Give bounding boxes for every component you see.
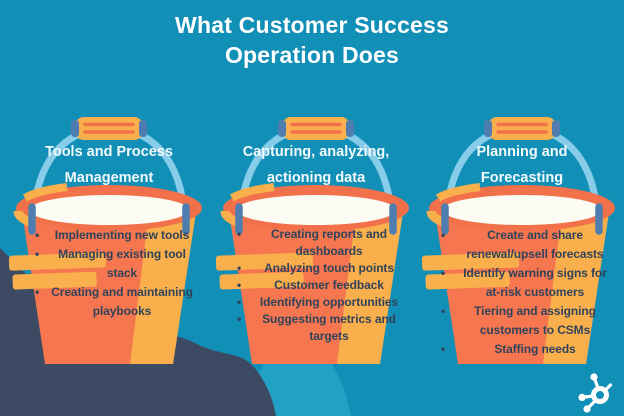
rim-accent bbox=[22, 183, 68, 202]
list-item: Creating reports and dashboards bbox=[225, 226, 407, 260]
page-title: What Customer Success Operation Does bbox=[175, 12, 449, 68]
grip-cap bbox=[484, 120, 492, 137]
bucket-interior bbox=[236, 195, 396, 225]
bucket-heading: Capturing, analyzing, actioning data bbox=[242, 144, 390, 186]
list-item: Identifying opportunities bbox=[225, 294, 407, 311]
rim-accent bbox=[435, 183, 481, 202]
bucket-planning-forecasting: Planning and Forecasting Create and shar… bbox=[422, 112, 622, 376]
bucket-list: Create and share renewal/upsell forecast… bbox=[429, 226, 615, 359]
grip-cap bbox=[552, 120, 560, 137]
bucket-grip bbox=[75, 117, 143, 140]
list-item: Identify warning signs for at-risk custo… bbox=[429, 264, 615, 302]
bucket-list: Creating reports and dashboards Analyzin… bbox=[225, 226, 407, 345]
list-item: Staffing needs bbox=[429, 340, 615, 359]
list-item: Managing existing tool stack bbox=[23, 245, 195, 283]
list-item: Tiering and assigning customers to CSMs bbox=[429, 302, 615, 340]
list-item: Analyzing touch points bbox=[225, 260, 407, 277]
bucket-interior bbox=[29, 195, 189, 225]
bucket-grip bbox=[488, 117, 556, 140]
list-item: Implementing new tools bbox=[23, 226, 195, 245]
grip-cap bbox=[71, 120, 79, 137]
bucket-heading: Tools and Process Management bbox=[45, 144, 173, 186]
grip-cap bbox=[139, 120, 147, 137]
rim-accent bbox=[229, 183, 275, 202]
grip-cap bbox=[278, 120, 286, 137]
list-item: Creating and maintaining playbooks bbox=[23, 283, 195, 321]
bucket-interior bbox=[442, 195, 602, 225]
bucket-tools-and-process: Tools and Process Management Implementin… bbox=[9, 112, 209, 376]
bucket-grip bbox=[282, 117, 350, 140]
list-item: Customer feedback bbox=[225, 277, 407, 294]
grip-cap bbox=[346, 120, 354, 137]
list-item: Create and share renewal/upsell forecast… bbox=[429, 226, 615, 264]
list-item: Suggesting metrics and targets bbox=[225, 311, 407, 345]
bucket-capturing-data: Capturing, analyzing, actioning data Cre… bbox=[216, 112, 416, 376]
bucket-heading: Planning and Forecasting bbox=[476, 144, 568, 186]
bucket-list: Implementing new tools Managing existing… bbox=[23, 226, 195, 321]
hubspot-sprocket-icon bbox=[578, 373, 613, 413]
